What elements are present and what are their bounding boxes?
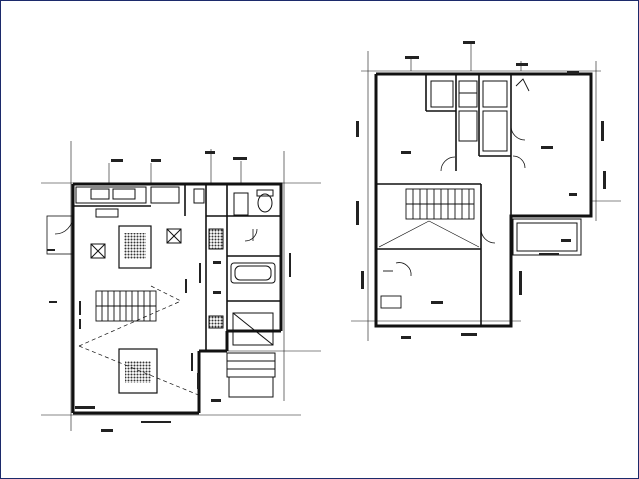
entry-porch [226,352,276,398]
void-lines-upper [378,220,480,248]
living-table [118,348,158,394]
interior-walls [73,184,281,351]
first-floor-plan [41,141,321,432]
kitchen-counter [75,186,180,218]
dining-table [118,225,152,269]
balcony [512,218,582,256]
closets [430,80,508,152]
door-swings [46,215,258,255]
annotation-marks-upper [356,41,606,339]
interior-walls-upper [376,74,512,326]
furniture-marks [380,78,530,309]
staircase [95,290,157,322]
door-swings-upper [395,125,526,277]
pillar-markers [90,228,224,329]
dimension-lines-upper [351,41,621,341]
staircase-upper [405,188,475,220]
exterior-walls [71,182,283,415]
second-floor-plan [351,41,621,341]
bathroom-fixtures [193,188,276,346]
void-lines [78,285,202,397]
annotation-marks [47,151,291,432]
